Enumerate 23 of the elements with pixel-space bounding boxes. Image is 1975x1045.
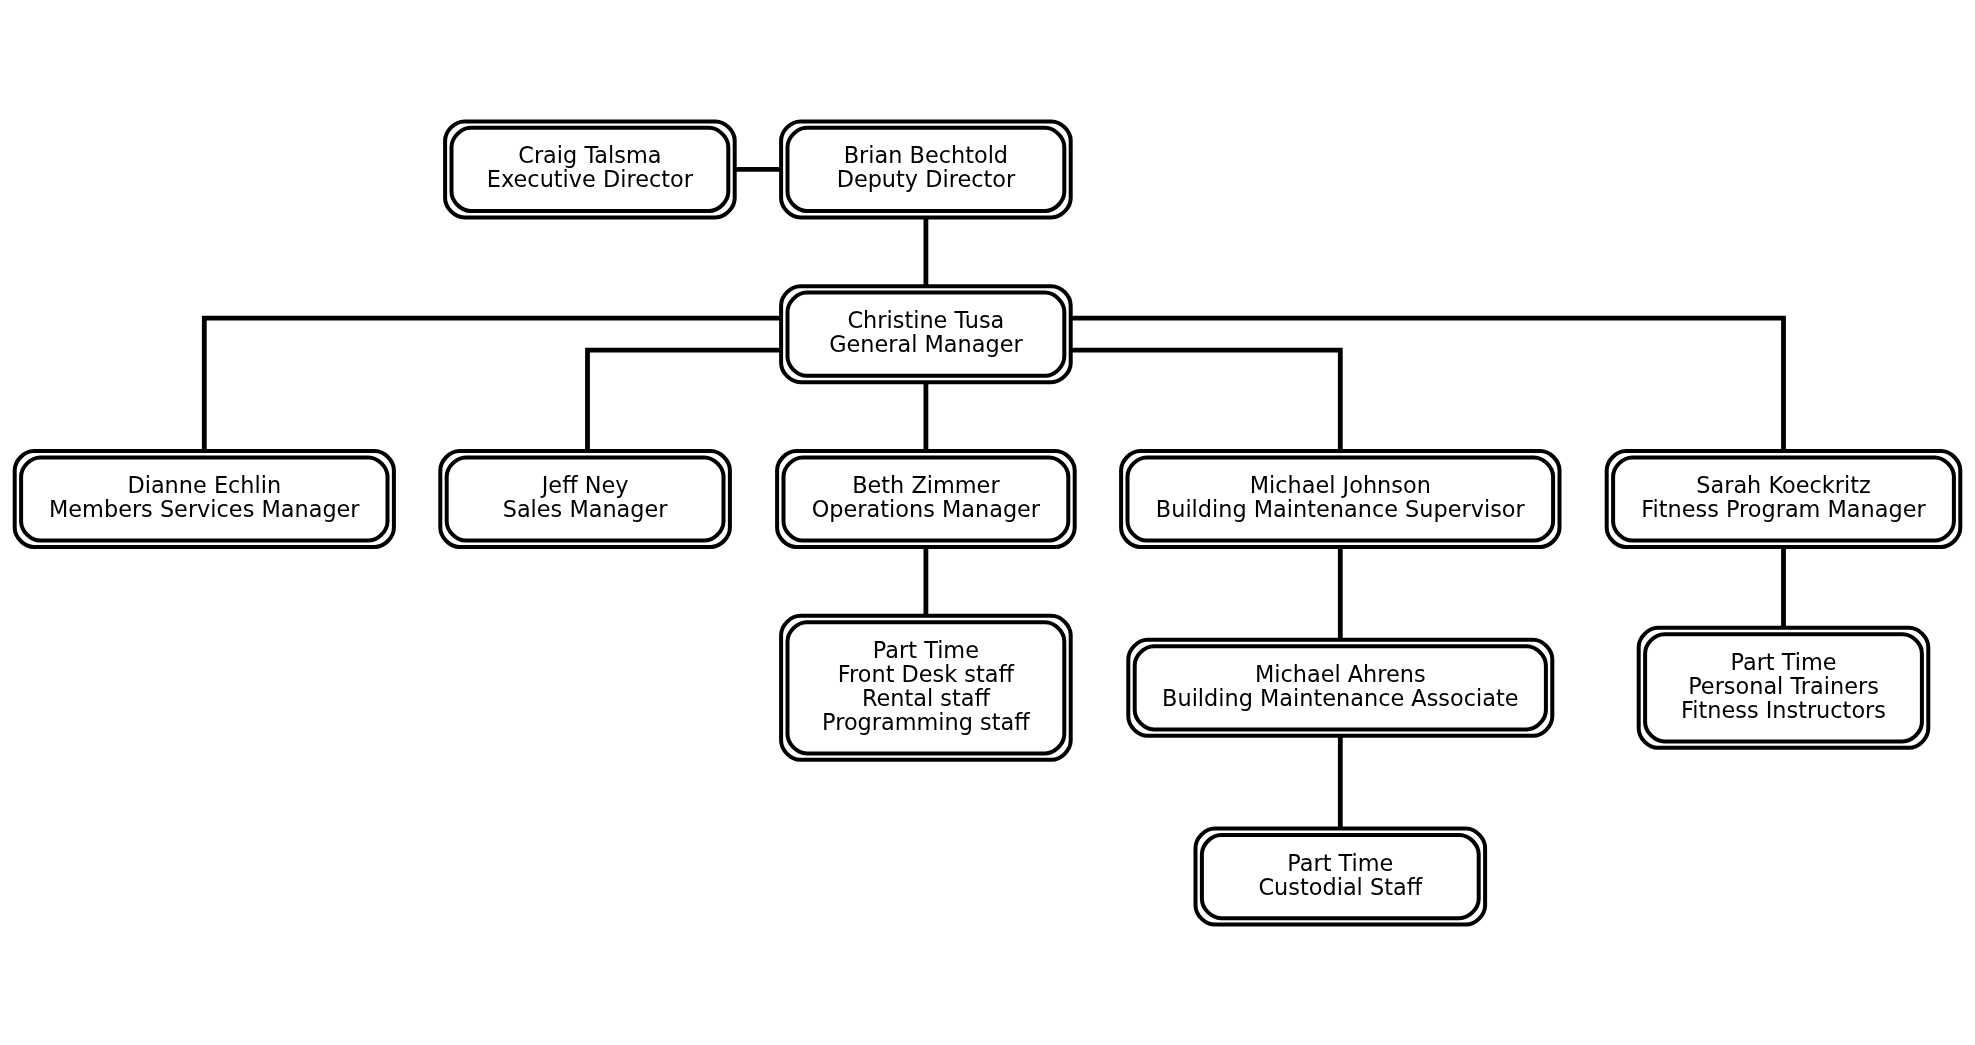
node-box: Christine Tusa General Manager [779, 283, 1073, 384]
node-box: Michael Ahrens Building Maintenance Associate [1126, 637, 1555, 738]
connector [923, 546, 929, 615]
node-box: Michael Johnson Building Maintenance Supervisor [1119, 448, 1562, 549]
node-box: Craig Talsma Executive Director [443, 118, 737, 219]
connector [201, 315, 781, 451]
connector [1070, 315, 1786, 451]
connector [585, 347, 781, 451]
node-box: Beth Zimmer Operations Manager [775, 448, 1077, 549]
connector [1070, 347, 1343, 451]
connector [1781, 546, 1786, 628]
node-box: Part Time Personal Trainers Fitness Instructors [1636, 625, 1931, 750]
node-box: Dianne Echlin Members Services Manager [12, 448, 396, 549]
connector [1337, 546, 1343, 640]
node-box: Sarah Koeckritz Fitness Program Manager [1604, 448, 1963, 549]
node-box: Part Time Custodial Staff [1193, 826, 1488, 927]
connector [923, 217, 929, 286]
node-box: Brian Bechtold Deputy Director [779, 118, 1073, 219]
connector [923, 381, 929, 451]
connector [1337, 735, 1343, 829]
node-box: Jeff Ney Sales Manager [438, 448, 732, 549]
connector [734, 166, 781, 172]
node-box: Part Time Front Desk staff Rental staff Programming staff [779, 613, 1073, 762]
